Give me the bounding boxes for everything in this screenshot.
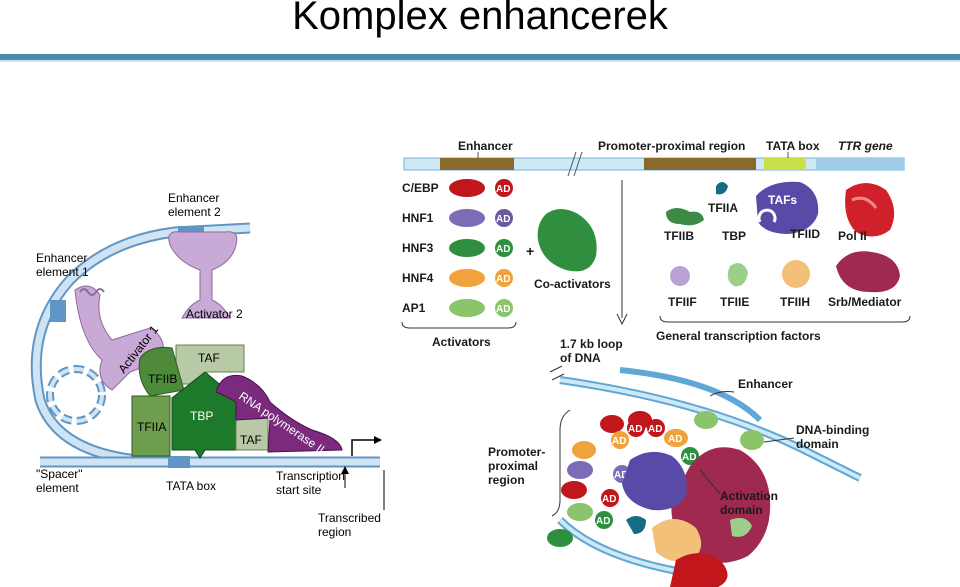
label-tfiih: TFIIH [780, 295, 810, 309]
promoter-segment [644, 158, 756, 170]
title-rule [0, 54, 960, 60]
activator-2 [168, 231, 238, 319]
label-loop-line1: 1.7 kb loop [560, 337, 623, 351]
label-promoter-proximal-region: Promoter-proximal region [598, 139, 745, 153]
label-taf-top: TAF [198, 351, 220, 365]
label-activator-2: Activator 2 [186, 307, 243, 321]
label-hnf1: HNF1 [402, 211, 434, 225]
label-gene: TTR gene [838, 139, 893, 153]
svg-text:AD: AD [612, 436, 626, 447]
svg-text:AD: AD [496, 184, 510, 195]
label-activators: Activators [432, 335, 491, 349]
label-promoter-proximal-line2: proximal [488, 459, 538, 473]
label-hnf4: HNF4 [402, 271, 434, 285]
label-tata-box-right: TATA box [766, 139, 820, 153]
tata-segment [764, 158, 806, 170]
label-spacer-line1: "Spacer" [36, 467, 83, 481]
pol-ii-blob [845, 183, 895, 237]
label-tfiia-right: TFIIA [708, 201, 738, 215]
label-transcribed-line2: region [318, 525, 351, 539]
label-pol-ii: Pol II [838, 229, 867, 243]
svg-text:AD: AD [496, 274, 510, 285]
label-tata-box: TATA box [166, 479, 216, 493]
label-enhancer-lower: Enhancer [738, 377, 793, 391]
label-tfiia: TFIIA [137, 420, 166, 434]
label-tfiif: TFIIF [668, 295, 697, 309]
label-promoter-proximal-line3: region [488, 473, 525, 487]
plus-sign: + [526, 243, 534, 259]
label-general-transcription-factors: General transcription factors [656, 329, 821, 343]
label-enhancer: Enhancer [458, 139, 513, 153]
label-cebp: C/EBP [402, 181, 439, 195]
label-loop-line2: of DNA [560, 351, 601, 365]
svg-text:AD: AD [596, 516, 610, 527]
svg-text:AD: AD [668, 434, 682, 445]
svg-text:AD: AD [496, 244, 510, 255]
taf-bottom [235, 417, 269, 451]
label-ap1: AP1 [402, 301, 426, 315]
gene-segment [816, 158, 904, 170]
co-activator-blob [537, 209, 597, 272]
svg-text:AD: AD [496, 304, 510, 315]
label-activation-line1: Activation [720, 489, 778, 503]
srb-mediator-blob [836, 251, 900, 293]
slide-title: Komplex enhancerek [292, 0, 668, 38]
label-srb-mediator: Srb/Mediator [828, 295, 902, 309]
label-spacer-line2: element [36, 481, 79, 495]
label-tafs: TAFs [768, 193, 797, 207]
label-tbp-right: TBP [722, 229, 746, 243]
label-dna-binding-line1: DNA-binding [796, 423, 869, 437]
label-promoter-proximal-line1: Promoter- [488, 445, 545, 459]
right-diagram: Enhancer Promoter-proximal region TATA b… [401, 139, 911, 587]
label-transcribed-line1: Transcribed [318, 511, 381, 525]
label-taf-bottom: TAF [240, 433, 262, 447]
left-diagram: Enhancer element 2 Enhancer element 1 "S… [30, 191, 385, 539]
label-tfiie: TFIIE [720, 295, 749, 309]
activator-list: C/EBP AD HNF1 AD HNF3 AD HNF4 AD AP1 AD … [401, 179, 517, 349]
label-enhancer-element-2-line2: element 2 [168, 205, 221, 219]
gtf-group: TFIIA TFIIB TAFs TBP TFIID Pol II TFIIF … [656, 181, 911, 343]
tss-arrow [351, 439, 374, 456]
rna-polymerase-ii [215, 374, 343, 453]
label-tfiib: TFIIB [148, 372, 177, 386]
tafs-blob [756, 181, 819, 234]
svg-text:AD: AD [602, 494, 616, 505]
svg-text:AD: AD [614, 470, 628, 481]
label-activation-line2: domain [720, 503, 763, 517]
svg-text:AD: AD [682, 452, 696, 463]
svg-text:AD: AD [496, 214, 510, 225]
label-tss-line1: Transcription [276, 469, 345, 483]
label-tfiid: TFIID [790, 227, 820, 241]
svg-text:AD: AD [648, 424, 662, 435]
label-co-activators: Co-activators [534, 277, 611, 291]
label-enhancer-element-1-line2: element 1 [36, 265, 89, 279]
label-tbp: TBP [190, 409, 213, 423]
enhancer-segment [440, 158, 514, 170]
label-hnf3: HNF3 [402, 241, 434, 255]
title-rule-light [0, 60, 960, 62]
label-tss-line2: start site [276, 483, 322, 497]
label-enhancer-element-1-line1: Enhancer [36, 251, 87, 265]
svg-text:AD: AD [628, 424, 642, 435]
label-dna-binding-line2: domain [796, 437, 839, 451]
label-tfiib-right: TFIIB [664, 229, 694, 243]
label-enhancer-element-2-line1: Enhancer [168, 191, 219, 205]
tfiia [131, 395, 171, 457]
preinitiation-complex: AD AD AD AD AD AD AD AD Promoter- [488, 337, 869, 587]
ad-domain [495, 179, 513, 197]
